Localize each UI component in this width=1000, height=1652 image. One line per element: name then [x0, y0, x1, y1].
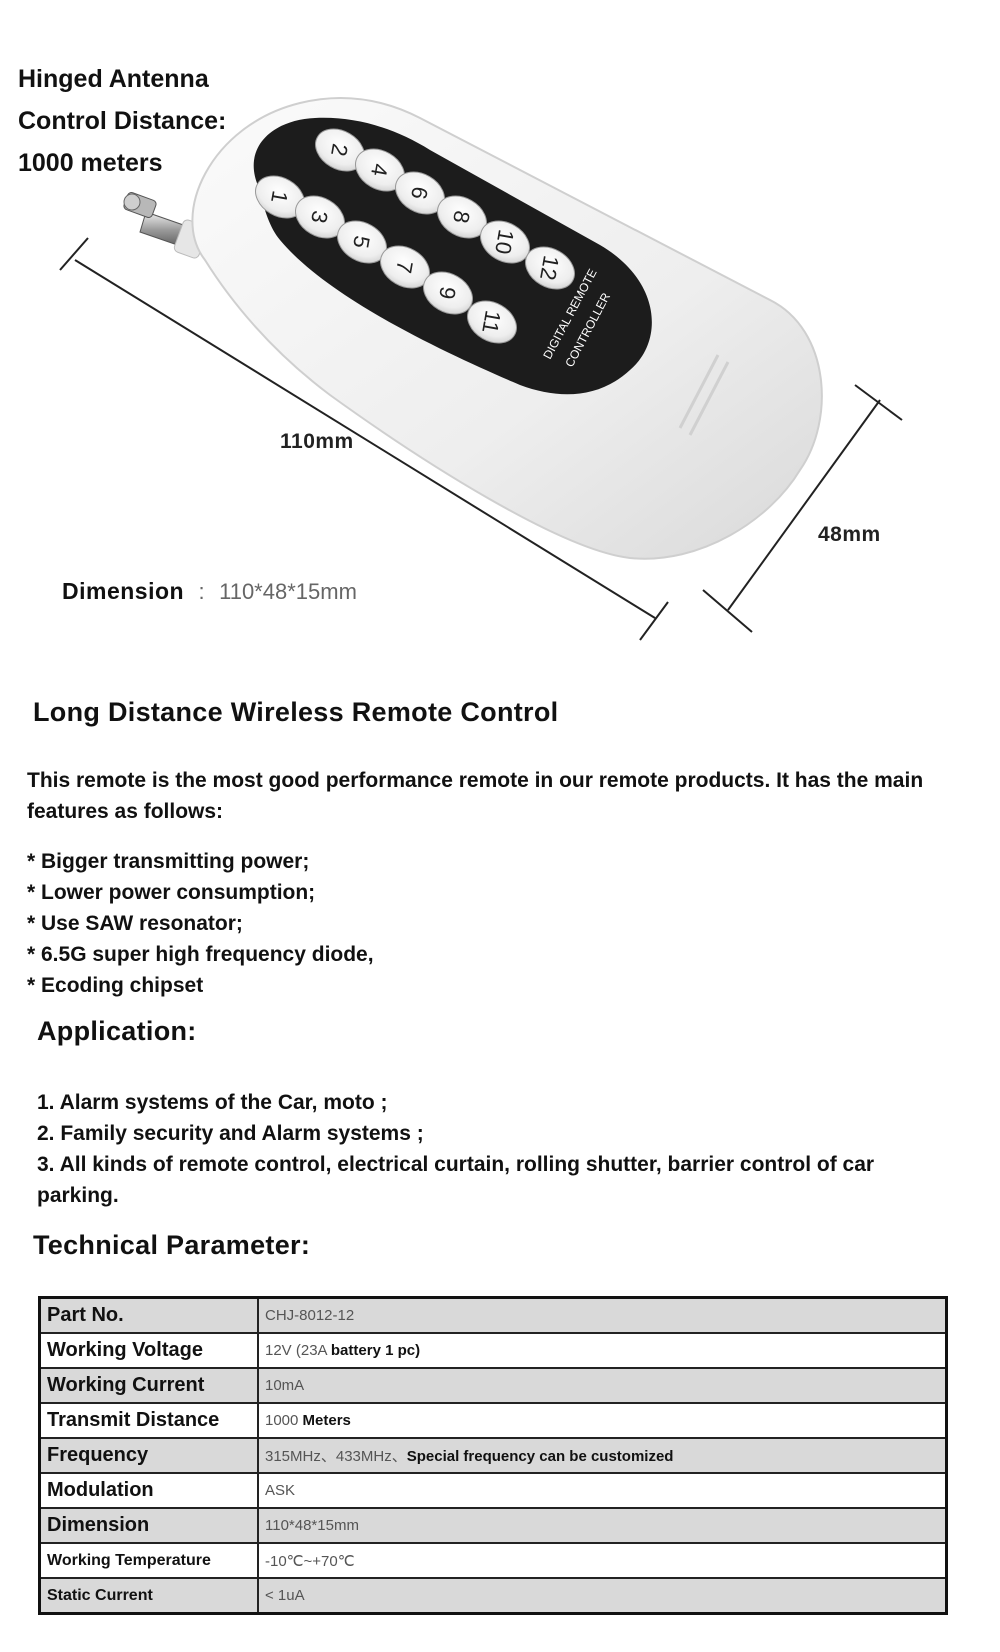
list-item: 2. Family security and Alarm systems ; — [37, 1122, 424, 1145]
button-7: 7 — [380, 245, 430, 289]
table-row: Working Temperature -10℃~+70℃ — [38, 1542, 948, 1579]
dimension-value: 110*48*15mm — [219, 579, 357, 604]
width-dimension-line — [702, 384, 903, 633]
svg-text:3: 3 — [306, 209, 333, 225]
param-name: Transmit Distance — [38, 1402, 259, 1439]
length-label: 110mm — [280, 430, 354, 453]
button-5: 5 — [337, 220, 387, 264]
param-value: CHJ-8012-12 — [257, 1296, 948, 1334]
svg-text:8: 8 — [448, 209, 475, 225]
param-name: Modulation — [38, 1472, 259, 1509]
param-name: Working Temperature — [38, 1542, 259, 1579]
dimension-separator: : — [198, 579, 205, 604]
svg-text:9: 9 — [434, 285, 461, 301]
list-item: * Lower power consumption; — [27, 881, 316, 904]
side-grip — [678, 354, 730, 436]
svg-text:10: 10 — [490, 228, 519, 256]
product-hero: 2 4 6 8 10 12 1 3 5 7 9 11 DIGITAL REMOT… — [0, 0, 1000, 660]
table-row: Transmit Distance 1000 Meters — [38, 1402, 948, 1439]
svg-text:2: 2 — [326, 142, 353, 158]
svg-text:5: 5 — [348, 234, 375, 250]
param-value: 315MHz、433MHz、Special frequency can be c… — [257, 1437, 948, 1474]
list-item: * Bigger transmitting power; — [27, 850, 310, 873]
width-label: 48mm — [818, 523, 881, 546]
param-name: Static Current — [38, 1577, 259, 1615]
svg-text:6: 6 — [406, 185, 433, 201]
param-value: 110*48*15mm — [257, 1507, 948, 1544]
keypad-panel — [253, 117, 652, 395]
button-11: 11 — [467, 300, 517, 344]
svg-text:11: 11 — [477, 308, 506, 335]
button-9: 9 — [423, 271, 473, 315]
button-3: 3 — [295, 195, 345, 239]
length-dimension-line — [59, 237, 669, 641]
param-value: ASK — [257, 1472, 948, 1509]
button-2: 2 — [315, 128, 365, 172]
antenna-caption-line2: Control Distance: — [18, 107, 227, 135]
svg-text:1: 1 — [266, 189, 293, 205]
table-row: Working Current 10mA — [38, 1367, 948, 1404]
keypad-buttons: 2 4 6 8 10 12 1 3 5 7 9 11 — [255, 128, 575, 344]
list-item: * Ecoding chipset — [27, 974, 204, 997]
param-value: 1000 Meters — [257, 1402, 948, 1439]
list-item: 3. All kinds of remote control, electric… — [37, 1153, 875, 1207]
param-name: Working Current — [38, 1367, 259, 1404]
intro-text: This remote is the most good performance… — [27, 769, 924, 823]
list-item: * 6.5G super high frequency diode, — [27, 943, 374, 966]
button-10: 10 — [480, 220, 530, 264]
table-row: Working Voltage 12V (23A battery 1 pc) — [38, 1332, 948, 1369]
antenna-caption-line3: 1000 meters — [18, 149, 163, 177]
param-name: Frequency — [38, 1437, 259, 1474]
table-row: Static Current < 1uA — [38, 1577, 948, 1615]
list-item: * Use SAW resonator; — [27, 912, 243, 935]
param-value: < 1uA — [257, 1577, 948, 1615]
svg-text:4: 4 — [366, 162, 393, 178]
param-name: Part No. — [38, 1296, 259, 1334]
svg-text:12: 12 — [535, 254, 564, 282]
remote-control-illustration: 2 4 6 8 10 12 1 3 5 7 9 11 DIGITAL REMOT… — [59, 97, 903, 641]
application-title: Application: — [37, 1016, 197, 1046]
antenna-caption: Hinged Antenna Control Distance: 1000 me… — [18, 58, 226, 184]
param-value: 10mA — [257, 1367, 948, 1404]
table-row: Frequency 315MHz、433MHz、Special frequenc… — [38, 1437, 948, 1474]
button-12: 12 — [525, 246, 575, 290]
antenna-caption-line1: Hinged Antenna — [18, 65, 209, 93]
svg-text:7: 7 — [391, 259, 418, 275]
param-value: -10℃~+70℃ — [257, 1542, 948, 1579]
param-value: 12V (23A battery 1 pc) — [257, 1332, 948, 1369]
button-4: 4 — [355, 148, 405, 192]
feature-list: * Bigger transmitting power; * Lower pow… — [27, 846, 374, 1001]
button-1: 1 — [255, 175, 305, 219]
button-6: 6 — [395, 171, 445, 215]
table-row: Modulation ASK — [38, 1472, 948, 1509]
list-item: 1. Alarm systems of the Car, moto ; — [37, 1091, 388, 1114]
dimension-caption: Dimension : 110*48*15mm — [62, 578, 357, 605]
application-list: 1. Alarm systems of the Car, moto ; 2. F… — [37, 1087, 917, 1211]
parameter-table: Part No. CHJ-8012-12 Working Voltage 12V… — [38, 1296, 948, 1615]
intro-title: Long Distance Wireless Remote Control — [33, 697, 559, 727]
dimension-label: Dimension — [62, 578, 185, 604]
param-name: Dimension — [38, 1507, 259, 1544]
param-name: Working Voltage — [38, 1332, 259, 1369]
table-row: Part No. CHJ-8012-12 — [38, 1296, 948, 1334]
table-row: Dimension 110*48*15mm — [38, 1507, 948, 1544]
tech-title: Technical Parameter: — [33, 1230, 311, 1260]
